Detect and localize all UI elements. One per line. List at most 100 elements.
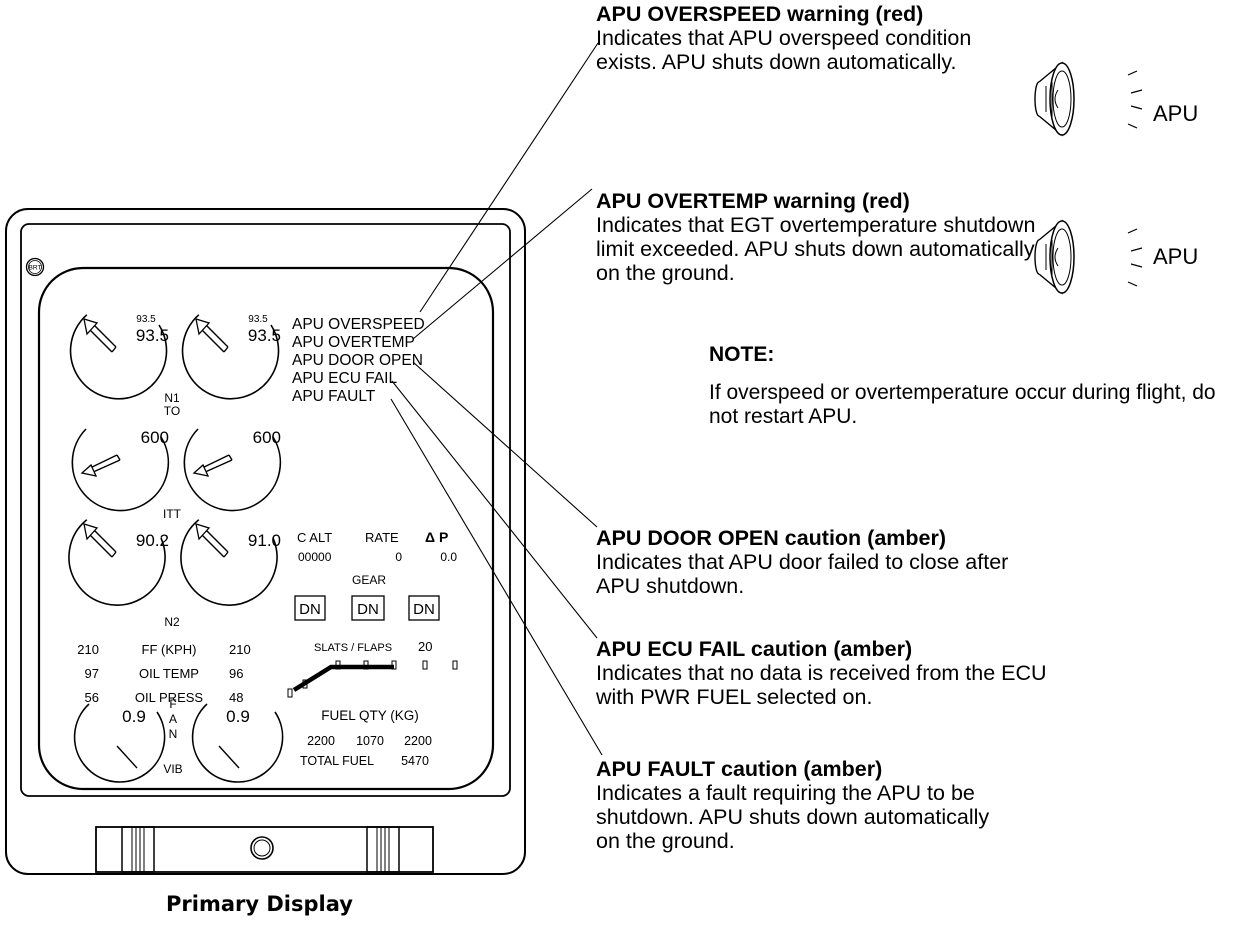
delta-p-value: 0.0 [440, 550, 457, 564]
annotation-ecu-fail-body: Indicates that no data is received from … [596, 661, 1047, 709]
leader-ecu-fail [391, 380, 598, 639]
crew-alert-messages: APU OVERSPEED APU OVERTEMP APU DOOR OPEN… [292, 316, 425, 405]
bottom-panel [95, 826, 434, 873]
leader-overtemp [412, 188, 593, 340]
n1-left-gauge [69, 314, 168, 400]
msg-apu-overtemp: APU OVERTEMP [292, 334, 415, 351]
brt-label: BRT [29, 265, 42, 272]
fan-label-n: N [169, 727, 178, 741]
gear-right-status: DN [413, 601, 435, 618]
display-screen [37, 266, 495, 791]
bottom-panel-right-handle [366, 826, 400, 873]
annotation-overtemp-body: Indicates that EGT overtemperature shutd… [596, 213, 1036, 285]
leader-fault [390, 398, 603, 756]
vib-right-value: 0.9 [226, 707, 250, 726]
n1-right-value: 93.5 [248, 326, 281, 345]
annotation-fault-body: Indicates a fault requiring the APU to b… [596, 781, 990, 853]
itt-label: ITT [163, 507, 182, 521]
annotation-door-open-title: APU DOOR OPEN caution (amber) [596, 526, 947, 550]
slats-flaps-value: 20 [418, 639, 432, 654]
note-title: NOTE: [709, 343, 775, 366]
n1-right-small-value: 93.5 [248, 314, 268, 325]
fuel-qty-label: FUEL QTY (KG) [321, 708, 419, 723]
leader-overspeed [419, 42, 599, 313]
n2-left-value: 90.2 [136, 531, 169, 550]
gear-right-box [408, 595, 440, 621]
oil-temp-left-value: 97 [85, 666, 99, 681]
oil-temp-right-value: 96 [229, 666, 243, 681]
itt-right-gauge [183, 428, 282, 512]
fuel-right-value: 2200 [404, 734, 432, 748]
annotation-overspeed-title: APU OVERSPEED warning (red) [596, 2, 924, 26]
bottom-panel-left-handle [121, 826, 155, 873]
annotation-overtemp-title: APU OVERTEMP warning (red) [596, 189, 910, 213]
vib-label: VIB [163, 762, 182, 776]
gear-left-status: DN [299, 601, 321, 618]
oil-press-left-value: 56 [85, 690, 99, 705]
annotation-overtemp: APU OVERTEMP warning (red) Indicates tha… [596, 189, 1041, 285]
bottom-panel-center-knob[interactable] [250, 836, 274, 860]
gear-label: GEAR [352, 573, 386, 587]
msg-apu-fault: APU FAULT [292, 388, 376, 405]
overtemp-aural-label: APU [1153, 244, 1199, 269]
annotation-door-open: APU DOOR OPEN caution (amber) Indicates … [596, 526, 1056, 598]
annotation-overspeed: APU OVERSPEED warning (red) Indicates th… [596, 2, 1028, 74]
display-inner-frame [20, 223, 511, 797]
vib-right-gauge [191, 703, 284, 783]
rate-label: RATE [365, 530, 399, 545]
total-fuel-value: 5470 [401, 754, 429, 768]
delta-p-label: Δ P [425, 529, 448, 545]
fuel-center-value: 1070 [356, 734, 384, 748]
ff-right-value: 210 [229, 642, 251, 657]
display-caption: Primary Display [166, 892, 353, 916]
c-alt-label: C ALT [297, 530, 332, 545]
annotation-overspeed-body: Indicates that APU overspeed condition e… [596, 26, 972, 74]
fan-label-f: F [169, 697, 176, 711]
overspeed-aural-label: APU [1153, 101, 1199, 126]
msg-apu-ecu-fail: APU ECU FAIL [292, 370, 397, 387]
speaker-icon [1034, 219, 1143, 295]
oil-temp-label: OIL TEMP [139, 666, 199, 681]
n1-right-gauge [181, 314, 280, 400]
fuel-left-value: 2200 [307, 734, 335, 748]
gear-left-box [294, 595, 326, 621]
gear-nose-box [351, 595, 385, 621]
n1-left-small-value: 93.5 [136, 314, 156, 325]
c-alt-value: 00000 [298, 550, 332, 564]
slats-flaps-indicator [287, 660, 458, 698]
vib-left-value: 0.9 [122, 707, 146, 726]
annotation-door-open-body: Indicates that APU door failed to close … [596, 550, 1009, 598]
speaker-icon [1034, 61, 1143, 137]
itt-left-value: 600 [141, 428, 169, 447]
ff-label: FF (KPH) [142, 642, 197, 657]
annotation-ecu-fail-title: APU ECU FAIL caution (amber) [596, 637, 913, 661]
n2-right-value: 91.0 [248, 531, 281, 550]
brt-knob[interactable]: BRT [25, 257, 45, 277]
n2-left-gauge [68, 519, 166, 606]
leader-door-open [412, 361, 598, 528]
rate-value: 0 [395, 550, 402, 564]
oil-press-right-value: 48 [229, 690, 243, 705]
n1-label: N1 [164, 391, 180, 405]
total-fuel-label: TOTAL FUEL [300, 754, 374, 768]
display-bezel [5, 208, 526, 875]
itt-left-gauge [71, 428, 170, 512]
msg-apu-overspeed: APU OVERSPEED [292, 316, 425, 333]
gear-nose-status: DN [357, 601, 379, 618]
n2-label: N2 [164, 615, 180, 629]
n1-mode: TO [164, 404, 180, 418]
annotation-fault: APU FAULT caution (amber) Indicates a fa… [596, 757, 1056, 853]
itt-right-value: 600 [253, 428, 281, 447]
vib-left-gauge [73, 703, 166, 783]
oil-press-label: OIL PRESS [135, 690, 203, 705]
n1-left-value: 93.5 [136, 326, 169, 345]
annotation-fault-title: APU FAULT caution (amber) [596, 757, 883, 781]
n2-right-gauge [180, 519, 278, 606]
ff-left-value: 210 [77, 642, 99, 657]
msg-apu-door-open: APU DOOR OPEN [292, 352, 423, 369]
leader-lines [390, 42, 603, 756]
annotation-ecu-fail: APU ECU FAIL caution (amber) Indicates t… [596, 637, 1056, 709]
slats-flaps-label: SLATS / FLAPS [314, 642, 392, 654]
fan-label-a: A [169, 712, 177, 726]
